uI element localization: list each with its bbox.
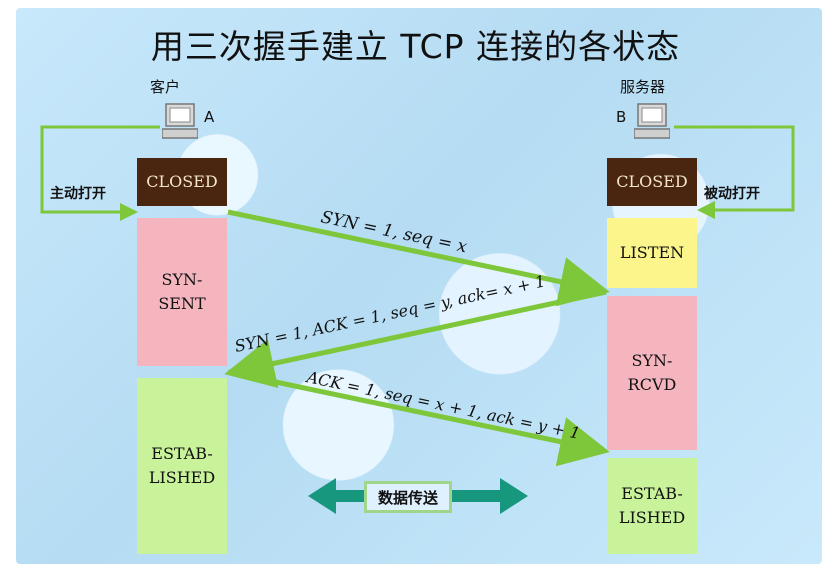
diagram-title: 用三次握手建立 TCP 连接的各状态 bbox=[150, 27, 681, 66]
client-host-label: A bbox=[204, 108, 215, 126]
client-computer-icon bbox=[161, 102, 199, 140]
syn-ack-arrow bbox=[224, 289, 607, 389]
server-state-syn-rcvd-text: SYN- RCVD bbox=[627, 351, 677, 394]
client-state-syn-sent-text: SYN- SENT bbox=[158, 270, 206, 313]
data-transfer-label: 数据传送 bbox=[364, 481, 452, 513]
client-state-established-text: ESTAB- LISHED bbox=[148, 444, 216, 487]
server-open-bracket bbox=[674, 125, 795, 219]
client-open-bracket bbox=[40, 125, 160, 221]
server-computer-icon bbox=[633, 102, 671, 140]
server-role-label: 服务器 bbox=[620, 78, 666, 96]
server-state-closed-text: CLOSED bbox=[616, 172, 688, 191]
client-open-label: 主动打开 bbox=[50, 186, 106, 202]
server-state-established: ESTAB- LISHED bbox=[607, 458, 697, 554]
server-state-closed: CLOSED bbox=[607, 158, 697, 206]
ack-arrow bbox=[227, 369, 610, 467]
client-state-closed-text: CLOSED bbox=[146, 172, 218, 191]
server-state-syn-rcvd: SYN- RCVD bbox=[607, 296, 697, 450]
server-state-established-text: ESTAB- LISHED bbox=[618, 484, 686, 527]
ack-message-label: ACK = 1, seq = x + 1, ack = y + 1 bbox=[303, 367, 582, 443]
syn-arrow bbox=[227, 209, 610, 307]
server-state-listen-text: LISTEN bbox=[619, 243, 685, 262]
server-host-label: B bbox=[616, 108, 627, 126]
client-state-syn-sent: SYN- SENT bbox=[137, 218, 227, 366]
client-role-label: 客户 bbox=[150, 78, 181, 96]
client-state-closed: CLOSED bbox=[137, 158, 227, 206]
client-state-established: ESTAB- LISHED bbox=[137, 378, 227, 554]
syn-message-label: SYN = 1, seq = x bbox=[319, 207, 469, 257]
server-open-label: 被动打开 bbox=[704, 186, 760, 202]
server-state-listen: LISTEN bbox=[607, 218, 697, 288]
